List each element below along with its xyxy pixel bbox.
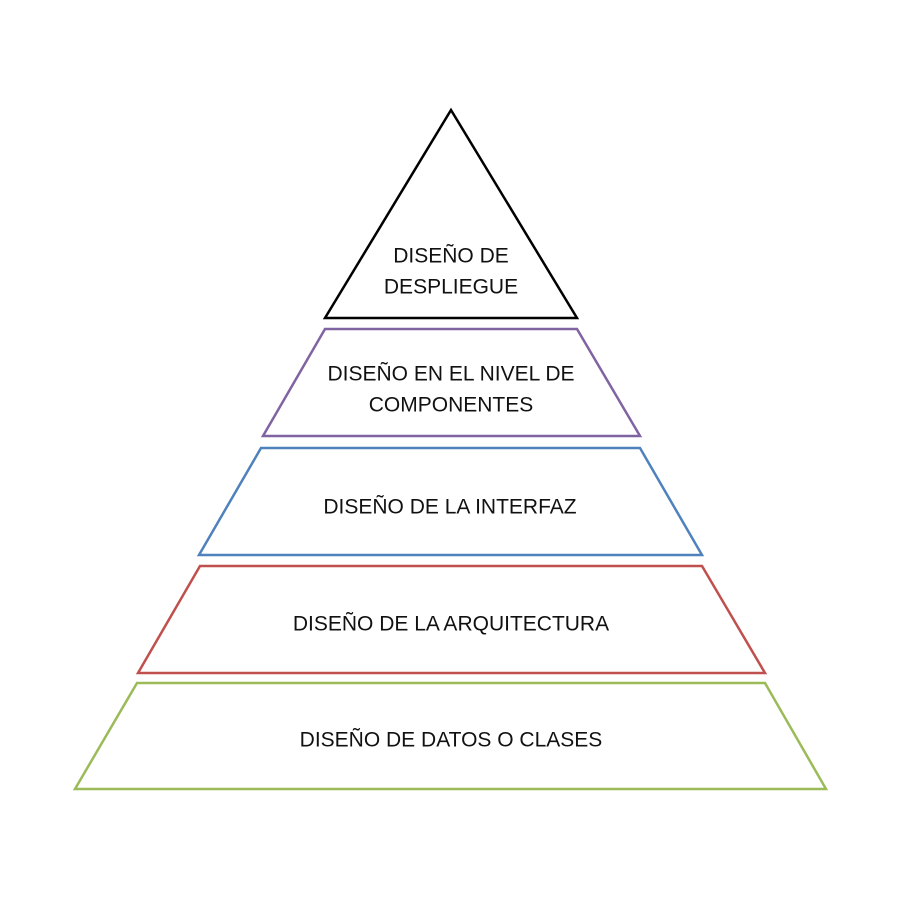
- level-shape-data-classes: [72, 681, 829, 791]
- level-label-architecture: DISEÑO DE LA ARQUITECTURA: [293, 612, 609, 636]
- pyramid-level-architecture: DISEÑO DE LA ARQUITECTURA: [135, 564, 768, 675]
- pyramid-level-components: DISEÑO EN EL NIVEL DE COMPONENTES: [260, 327, 643, 438]
- pyramid-level-interface: DISEÑO DE LA INTERFAZ: [196, 446, 705, 557]
- level-label-data-classes: DISEÑO DE DATOS O CLASES: [300, 728, 603, 752]
- level-label-components-line2: COMPONENTES: [369, 394, 534, 417]
- pyramid-level-data-classes: DISEÑO DE DATOS O CLASES: [72, 681, 829, 791]
- level-shape-architecture: [135, 564, 768, 675]
- level-label-components-line1: DISEÑO EN EL NIVEL DE: [327, 362, 574, 386]
- level-label-interface: DISEÑO DE LA INTERFAZ: [323, 495, 576, 519]
- level-shape-deployment: [322, 107, 580, 320]
- level-label-deployment-line2: DESPLIEGUE: [384, 276, 518, 299]
- level-shape-components: [260, 327, 643, 438]
- pyramid-level-deployment: DISEÑO DE DESPLIEGUE: [322, 107, 580, 320]
- level-shape-interface: [196, 446, 705, 557]
- level-label-deployment-line1: DISEÑO DE: [393, 244, 509, 268]
